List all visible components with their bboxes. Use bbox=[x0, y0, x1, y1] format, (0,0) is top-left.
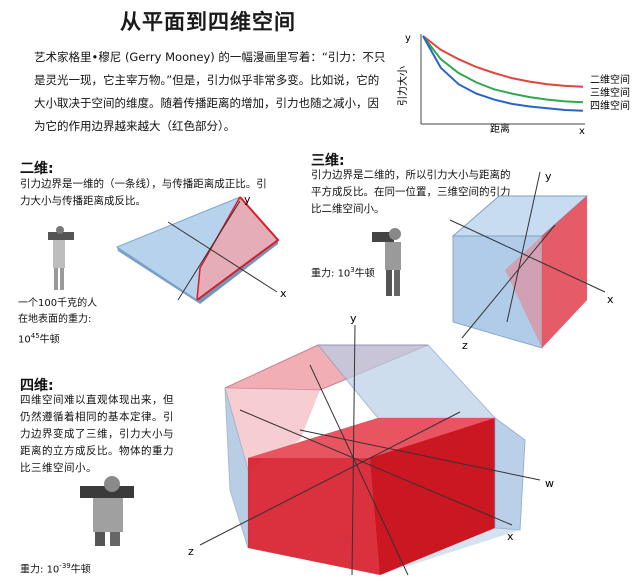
legend-series-3d: 三维空间 bbox=[590, 86, 630, 99]
three-d-gravity-unit: 牛顿 bbox=[354, 268, 375, 280]
four-d-y-axis bbox=[351, 324, 356, 576]
three-d-gravity-exp: 3 bbox=[350, 266, 355, 274]
three-d-gravity-base: 10 bbox=[337, 268, 351, 280]
chart-x-label: 距离 bbox=[490, 122, 510, 135]
tesseract-red-side bbox=[370, 418, 495, 575]
two-d-person-icon bbox=[48, 226, 74, 290]
gravity-distance-chart: y x 引力大小 距离 二维空间 三维空间 四维空间 bbox=[396, 33, 630, 137]
four-d-text: 四维空间难以直观体现出来，但仍然遵循着相同的基本定律。引力边界变成了三维，引力大… bbox=[20, 394, 174, 474]
two-d-y-label: y bbox=[244, 193, 251, 206]
two-d-caption: 一个100千克的人 在地表面的重力: 1045牛顿 bbox=[18, 296, 138, 348]
tesseract-back-right bbox=[316, 344, 497, 419]
tesseract-bottom bbox=[248, 528, 520, 575]
four-d-z-axis bbox=[199, 411, 461, 546]
four-d-gravity-exp: -39 bbox=[59, 562, 71, 570]
four-d-person-icon bbox=[80, 476, 134, 546]
four-d-z-label: z bbox=[188, 545, 194, 558]
two-d-y-axis bbox=[177, 200, 241, 301]
four-d-gravity-unit: 牛顿 bbox=[70, 564, 91, 576]
chart-x-letter: x bbox=[579, 126, 585, 137]
chart-series-line-2 bbox=[422, 35, 584, 112]
two-d-x-axis bbox=[167, 221, 278, 293]
three-d-x-label: x bbox=[607, 293, 614, 306]
two-d-text: 引力边界是一维的（一条线），与传播距离成正比。引力大小与传播距离成反比。 bbox=[20, 178, 267, 207]
two-d-caption-line2: 在地表面的重力: bbox=[18, 314, 92, 325]
two-d-x-label: x bbox=[280, 287, 287, 300]
two-d-gravity: 1045牛顿 bbox=[18, 328, 138, 348]
two-d-ray-2 bbox=[196, 267, 201, 301]
three-d-x-axis bbox=[449, 219, 606, 293]
three-d-diagram: y x z bbox=[372, 170, 614, 352]
four-d-gravity-base: 10 bbox=[46, 564, 60, 576]
three-d-gravity: 重力: 103牛顿 bbox=[311, 262, 375, 282]
three-d-y-label: y bbox=[545, 170, 552, 183]
three-d-y-axis bbox=[506, 171, 541, 323]
two-d-boundary-line bbox=[196, 196, 280, 301]
four-d-w-label: w bbox=[545, 477, 554, 490]
four-d-y-label: y bbox=[350, 312, 357, 325]
four-d-gravity-label: 重力: bbox=[20, 564, 47, 576]
chart-y-letter: y bbox=[405, 33, 411, 44]
four-d-gravity: 重力: 10-39牛顿 bbox=[20, 558, 91, 578]
legend-series-2d: 二维空间 bbox=[590, 73, 630, 86]
four-d-x-label: x bbox=[507, 530, 514, 543]
two-d-diagram: x y bbox=[48, 193, 287, 304]
two-d-gravity-exp: 45 bbox=[30, 332, 40, 340]
four-d-heading: 四维: bbox=[20, 378, 54, 394]
page-title: 从平面到四维空间 bbox=[120, 10, 296, 34]
two-d-heading: 二维: bbox=[20, 161, 54, 177]
four-d-x-axis bbox=[239, 409, 513, 526]
tesseract-red-top bbox=[248, 418, 495, 458]
three-d-text: 引力边界是二维的，所以引力大小与距离的平方成反比。在同一位置，三维空间的引力比二… bbox=[311, 169, 511, 215]
four-d-diagram: y x z w bbox=[80, 312, 554, 576]
intro-paragraph: 艺术家格里•穆尼 (Gerry Mooney) 的一幅漫画里写着：“引力：不只是… bbox=[34, 50, 386, 133]
legend-series-4d: 四维空间 bbox=[590, 99, 630, 112]
two-d-gravity-base: 10 bbox=[18, 334, 31, 346]
four-d-w-axis bbox=[299, 429, 541, 481]
three-d-gravity-label: 重力: bbox=[311, 268, 338, 280]
two-d-caption-line1: 一个100千克的人 bbox=[18, 298, 98, 309]
three-d-person-icon bbox=[372, 228, 401, 296]
three-d-z-label: z bbox=[462, 339, 468, 352]
two-d-boundary-area bbox=[197, 197, 278, 300]
tesseract-left-pink bbox=[225, 388, 320, 470]
two-d-plane-edge bbox=[117, 247, 200, 304]
chart-series-group bbox=[422, 35, 584, 112]
three-d-heading: 三维: bbox=[311, 153, 345, 169]
three-d-z-axis bbox=[461, 224, 556, 339]
chart-y-label: 引力大小 bbox=[396, 66, 409, 106]
two-d-gravity-unit: 牛顿 bbox=[39, 334, 60, 346]
chart-series-line-1 bbox=[422, 35, 584, 104]
cube-boundary-pyramid bbox=[505, 196, 587, 348]
four-d-diag-axis bbox=[309, 364, 409, 576]
chart-series-line-0 bbox=[422, 35, 584, 88]
